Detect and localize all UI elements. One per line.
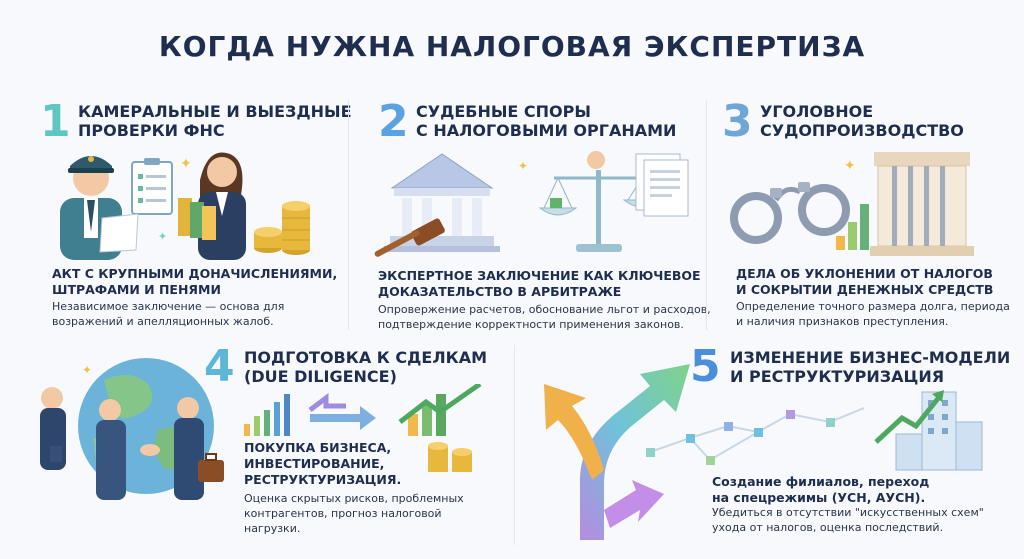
- bar-chart-icon: [836, 204, 869, 250]
- section-5-title: Изменение бизнес-модели и реструктуризац…: [730, 348, 1011, 386]
- sparkle-icon: ✦: [518, 159, 528, 173]
- section-2-title: Судебные споры с налоговыми органами: [416, 102, 677, 140]
- buildings-icon: [874, 390, 983, 471]
- coin-stack-icon: [428, 442, 472, 472]
- sparkle-icon: ✦: [844, 157, 856, 173]
- section-2-illustration: ✦: [374, 151, 689, 257]
- section-3-title: Уголовное судопроизводство: [760, 102, 964, 140]
- section-4-illustration: ✦: [40, 358, 224, 500]
- growth-chart-icon: [398, 384, 482, 436]
- hand-icon: [587, 151, 605, 169]
- prison-bars-icon: [870, 152, 974, 256]
- briefcase-icon: [198, 453, 224, 482]
- section-4-title: Подготовка к сделкам (Due Diligence): [244, 348, 488, 386]
- section-1-description: Независимое заключение — основа для возр…: [52, 300, 285, 328]
- growth-arrow-icon: [544, 364, 690, 540]
- documents-icon: [635, 153, 689, 217]
- divider: [706, 100, 707, 330]
- sparkle-icon: ✦: [82, 363, 92, 377]
- binders-icon: [178, 198, 216, 240]
- divider: [514, 345, 515, 545]
- clipboard-icon: [131, 158, 173, 215]
- handshake-icon: [40, 387, 204, 500]
- gavel-icon: [374, 218, 445, 257]
- section-3-illustration: ✦: [730, 152, 974, 256]
- section-2-description: Опровержение расчетов, обоснование льгот…: [378, 303, 711, 331]
- folder-icon: [50, 446, 62, 462]
- section-1-illustration: ✦ ✦: [60, 152, 310, 260]
- section-1-title: Камеральные и выездные проверки ФНС: [78, 102, 352, 140]
- courthouse-icon: [384, 153, 500, 252]
- exchange-arrows-icon: [308, 393, 376, 430]
- section-1-subtitle: Акт с крупными доначислениями, штрафами …: [52, 266, 338, 297]
- bar-chart-icon: [244, 394, 290, 436]
- coin-stack-icon: [254, 201, 310, 255]
- section-4-description: Оценка скрытых рисков, проблемных контра…: [244, 492, 464, 535]
- section-4-number: 4: [204, 341, 235, 392]
- tax-inspector-icon: [60, 156, 122, 260]
- section-4-subtitle: Покупка бизнеса, инвестирование, реструк…: [244, 440, 402, 487]
- handcuffs-icon: [730, 182, 850, 244]
- section-5-subtitle: Создание филиалов, переход на спецрежимы…: [712, 474, 930, 505]
- sparkle-icon: ✦: [180, 155, 192, 171]
- section-3-description: Определение точного размера долга, перио…: [736, 300, 1010, 328]
- section-5-number: 5: [690, 341, 721, 392]
- sparkle-icon: ✦: [158, 231, 167, 243]
- section-5-illustration: [646, 390, 983, 471]
- section-4-icons: [244, 384, 482, 436]
- divider: [348, 100, 349, 330]
- section-3-number: 3: [722, 96, 753, 147]
- section-1-number: 1: [40, 96, 71, 147]
- section-3-subtitle: Дела об уклонении от налогов и сокрытии …: [736, 266, 994, 297]
- section-2-number: 2: [378, 96, 409, 147]
- network-icon: [646, 407, 865, 465]
- section-5-description: Убедиться в отсутствии "искусственных сх…: [712, 506, 984, 534]
- page-title: КОГДА НУЖНА НАЛОГОВАЯ ЭКСПЕРТИЗА: [158, 30, 866, 63]
- section-2-subtitle: Экспертное заключение как ключевое доказ…: [378, 268, 701, 299]
